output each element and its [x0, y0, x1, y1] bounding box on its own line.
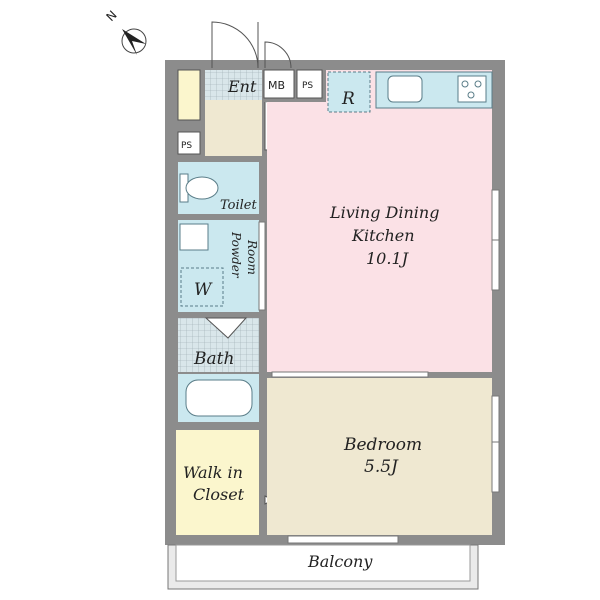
entrance-door: [211, 21, 292, 69]
bedroom: [267, 378, 492, 535]
meter-box: [263, 69, 295, 99]
closet-label-2: Closet: [193, 485, 245, 504]
shoe-closet: [177, 69, 201, 121]
closet-label-1: Walk in: [183, 463, 243, 482]
balcony-inner: [175, 544, 471, 582]
sink-icon: [387, 75, 423, 103]
washer-space: [180, 267, 224, 307]
walk-in-closet: [176, 430, 259, 535]
stove-icon: [457, 75, 487, 103]
bath-label: Bath: [193, 349, 234, 369]
toilet-label: Toilet: [220, 198, 257, 213]
living-size: 10.1J: [366, 249, 410, 268]
bathtub-icon: [185, 379, 253, 417]
living-name-1: Living Dining: [329, 203, 439, 222]
north-arrow-icon: N: [104, 8, 147, 55]
pipe-space-left: [177, 131, 201, 155]
powder-label-1: Powder: [229, 231, 243, 279]
powder-label-2: Room: [245, 239, 259, 275]
meter-box-label: MB: [268, 79, 285, 92]
living-dining-kitchen: [267, 102, 492, 372]
bath-door: [204, 317, 248, 339]
washbasin: [179, 223, 209, 251]
refrigerator-label: R: [341, 89, 355, 109]
pipe-space-left-label: PS: [181, 141, 192, 151]
bedroom-name: Bedroom: [343, 435, 422, 455]
toilet-icon: [179, 173, 219, 203]
bedroom-size: 5.5J: [364, 457, 399, 477]
living-name-2: Kitchen: [351, 226, 415, 245]
pipe-space-top-label: PS: [302, 81, 313, 91]
refrigerator-space: [327, 71, 371, 113]
compass-label: N: [104, 8, 120, 24]
washer-label: W: [194, 280, 213, 300]
balcony-label: Balcony: [307, 552, 373, 571]
windows: [258, 189, 500, 544]
pipe-space-top: [296, 69, 323, 99]
entrance-floor: [205, 70, 262, 100]
entrance-label: Ent: [227, 77, 257, 96]
